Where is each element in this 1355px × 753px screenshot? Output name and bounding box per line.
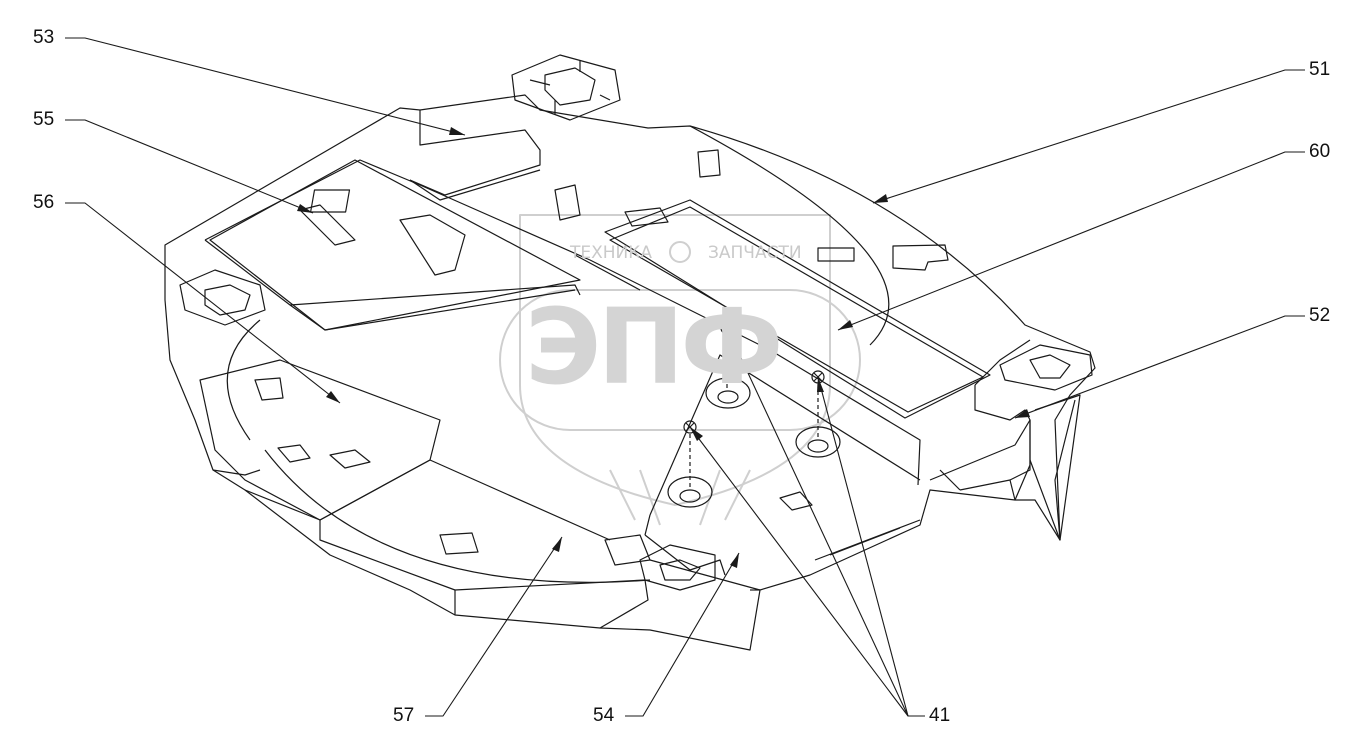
callout-55: 55 <box>33 109 55 130</box>
leader-52 <box>1014 315 1305 419</box>
callout-56: 56 <box>33 192 55 213</box>
callout-51: 51 <box>1309 59 1331 80</box>
callout-54: 54 <box>593 705 615 726</box>
callout-41: 41 <box>929 705 951 726</box>
leader-54 <box>625 552 740 717</box>
callout-60: 60 <box>1309 141 1331 162</box>
mount-pads <box>179 54 1093 591</box>
leader-57 <box>425 536 563 717</box>
leader-53 <box>65 37 466 136</box>
watermark-emblem <box>499 214 861 526</box>
leader-lines <box>65 37 1305 717</box>
watermark-big-letters: ЭПФ <box>525 286 783 408</box>
arrow-heads <box>297 127 1030 568</box>
bracket-53 <box>409 110 541 201</box>
watermark-text-left: ТЕХНИКА <box>570 243 652 263</box>
leader-56 <box>65 202 341 404</box>
leader-60 <box>837 151 1305 331</box>
leader-55 <box>65 119 314 214</box>
leader-51 <box>872 69 1305 204</box>
watermark-text-right: ЗАПЧАСТИ <box>708 243 802 263</box>
plate-57 <box>199 359 479 555</box>
leader-41a <box>689 426 925 717</box>
callout-52: 52 <box>1309 305 1331 326</box>
bracket-54 <box>604 534 726 576</box>
callout-53: 53 <box>33 27 55 48</box>
bolts-41 <box>683 321 825 487</box>
leader-41b <box>726 327 909 717</box>
leader-41c <box>817 376 909 717</box>
callout-57: 57 <box>393 705 415 726</box>
plate-55 <box>209 159 581 331</box>
bracket-52 <box>939 385 1031 501</box>
